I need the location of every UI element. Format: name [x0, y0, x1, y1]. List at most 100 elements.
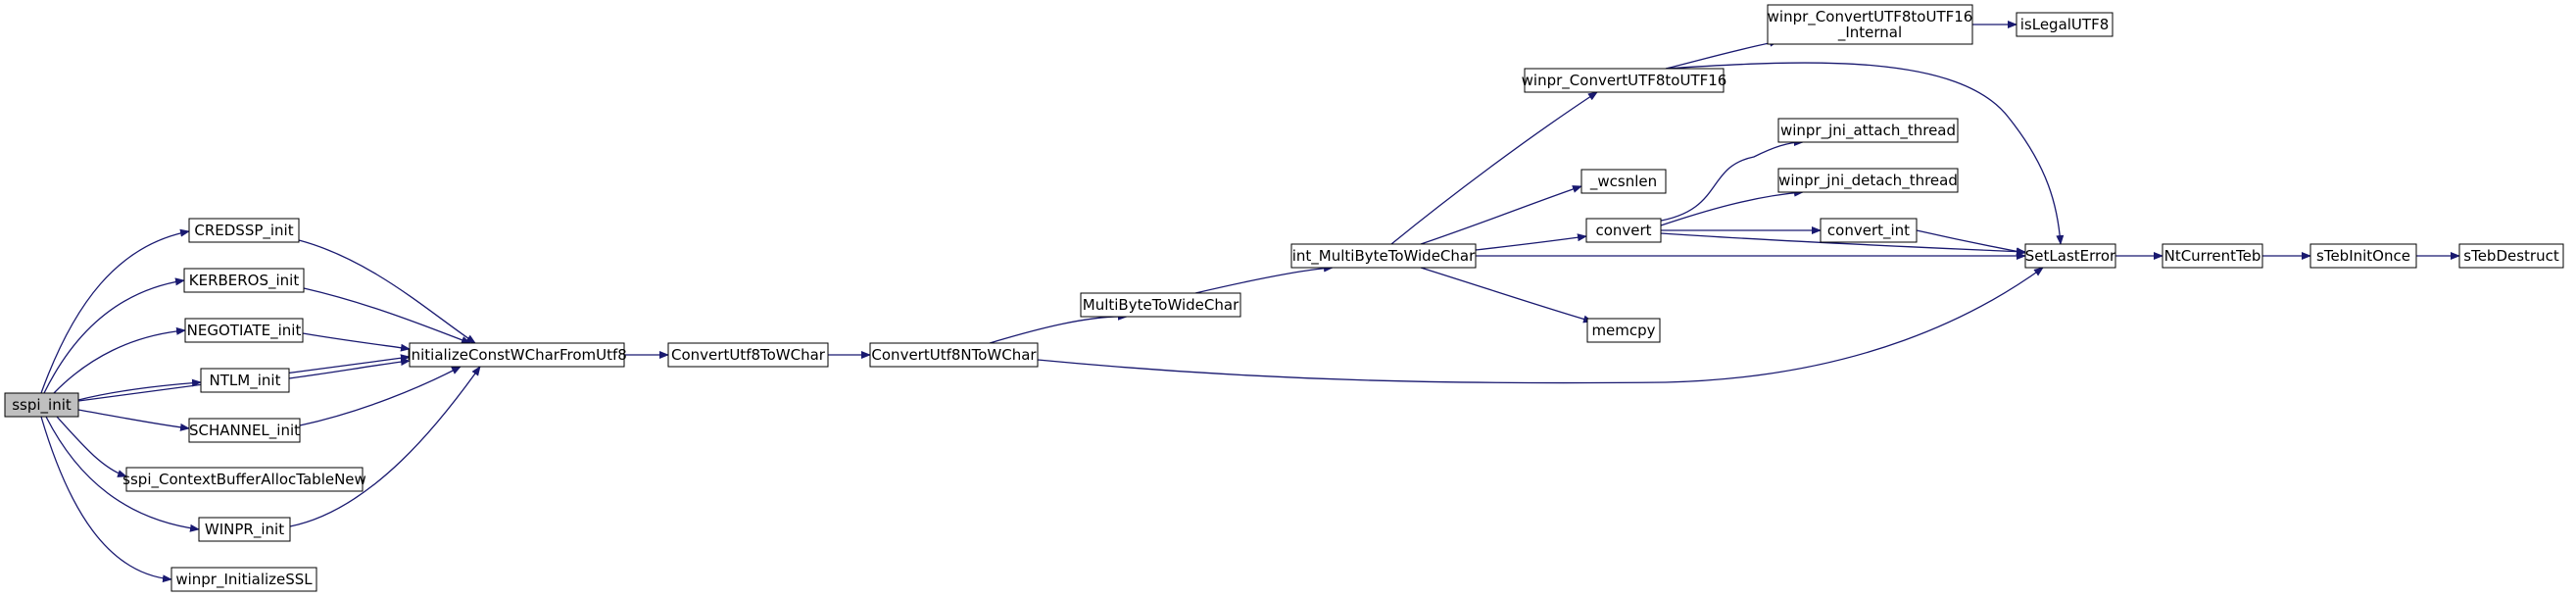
node-box [4, 392, 79, 418]
node-SetLastError[interactable]: SetLastError [2024, 243, 2116, 269]
node-box [183, 268, 305, 293]
node-label: _Internal [1837, 24, 1902, 42]
node-label: sspi_ContextBufferAllocTableNew [122, 471, 366, 489]
node-box [409, 342, 625, 368]
node-convert[interactable]: convert [1585, 218, 1662, 243]
node-NtCurrentTeb[interactable]: NtCurrentTeb [2162, 243, 2263, 269]
edge-CREDSSP_init-to-InitializeConstWCharFromUtf8 [298, 239, 476, 344]
edge-convert-to-winpr_jni_attach_thread [1655, 138, 1804, 223]
edge-sspi_init-to-NEGOTIATE_init [53, 326, 186, 394]
node-NEGOTIATE_init[interactable]: NEGOTIATE_init [184, 318, 304, 343]
edge-MultiByteToWideChar-to-int_MultiByteToWideChar [1194, 264, 1334, 294]
node-convert_int[interactable]: convert_int [1820, 218, 1918, 243]
edge-ConvertUtf8NToWChar-to-SetLastError [1037, 267, 2044, 384]
node-box [1777, 168, 1959, 193]
node-label: winpr_jni_detach_thread [1778, 172, 1958, 190]
node-label: winpr_ConvertUTF8toUTF16 [1768, 8, 1973, 26]
node-box [1820, 218, 1918, 243]
node-label: sTebInitOnce [2316, 247, 2410, 265]
node-label: SCHANNEL_init [189, 422, 300, 440]
edge-WINPR_init-to-InitializeConstWCharFromUtf8 [289, 366, 481, 527]
node-box [170, 567, 317, 592]
node-sspi_init[interactable]: sspi_init [4, 392, 79, 418]
edge-sspi_init-to-NTLM_init [77, 378, 202, 401]
node-box [667, 342, 829, 368]
edge-int_MultiByteToWideChar-to-_wcsnlen [1420, 185, 1582, 245]
node-label: ConvertUtf8ToWChar [671, 346, 826, 364]
edge-NTLM_init-to-InitializeConstWCharFromUtf8 [288, 358, 411, 379]
node-box [1580, 169, 1667, 194]
edge-NEGOTIATE_init-to-InitializeConstWCharFromUtf8 [302, 332, 411, 352]
node-label: convert_int [1827, 222, 1910, 240]
node-label: KERBEROS_init [189, 272, 300, 290]
node-box [1080, 292, 1241, 318]
node-label: isLegalUTF8 [2020, 16, 2110, 33]
node-box [188, 218, 300, 243]
node-winpr_jni_attach_thread[interactable]: winpr_jni_attach_thread [1777, 118, 1959, 143]
node-winpr_ConvertUTF8toUTF16[interactable]: winpr_ConvertUTF8toUTF16 [1522, 68, 1727, 93]
edge-sspi_init-to-winpr_InitializeSSL [40, 416, 172, 583]
node-CREDSSP_init[interactable]: CREDSSP_init [188, 218, 300, 243]
node-InitializeConstWCharFromUtf8[interactable]: InitializeConstWCharFromUtf8 [407, 342, 627, 368]
node-SCHANNEL_init[interactable]: SCHANNEL_init [188, 418, 301, 443]
node-label: CREDSSP_init [194, 222, 293, 240]
node-label: sTebDestruct [2463, 247, 2559, 265]
node-box [200, 368, 290, 393]
node-box [2016, 12, 2114, 37]
edge-KERBEROS_init-to-InitializeConstWCharFromUtf8 [303, 287, 471, 344]
node-label: NtCurrentTeb [2164, 247, 2261, 265]
edge-winpr_ConvertUTF8toUTF16-to-SetLastError [1665, 62, 2065, 245]
edge-sspi_init-to-KERBEROS_init [43, 277, 185, 394]
node-box [869, 342, 1039, 368]
edge-int_MultiByteToWideChar-to-memcpy [1420, 267, 1593, 324]
node-ConvertUtf8NToWChar[interactable]: ConvertUtf8NToWChar [869, 342, 1039, 368]
node-isLegalUTF8[interactable]: isLegalUTF8 [2016, 12, 2114, 37]
node-box [1767, 4, 1973, 45]
node-int_MultiByteToWideChar[interactable]: int_MultiByteToWideChar [1290, 243, 1477, 269]
node-label: winpr_InitializeSSL [175, 571, 313, 589]
node-KERBEROS_init[interactable]: KERBEROS_init [183, 268, 305, 293]
node-label: winpr_ConvertUTF8toUTF16 [1522, 72, 1727, 90]
node-sspi_ContextBufferAllocTableNew[interactable]: sspi_ContextBufferAllocTableNew [122, 467, 366, 492]
node-box [125, 467, 364, 492]
node-_wcsnlen[interactable]: _wcsnlen [1580, 169, 1667, 194]
node-box [1524, 68, 1725, 93]
node-label: ConvertUtf8NToWChar [871, 346, 1037, 364]
edge-sspi_init-to-SCHANNEL_init [77, 409, 190, 431]
node-winpr_jni_detach_thread[interactable]: winpr_jni_detach_thread [1777, 168, 1959, 193]
node-sTebInitOnce[interactable]: sTebInitOnce [2309, 243, 2417, 269]
nodes: sspi_init CREDSSP_initKERBEROS_initNEGOTI… [4, 4, 2564, 592]
node-box [2309, 243, 2417, 269]
node-box [1585, 218, 1662, 243]
node-label: WINPR_init [205, 521, 284, 539]
node-box [2024, 243, 2116, 269]
edge-ConvertUtf8NToWChar-to-MultiByteToWideChar [989, 312, 1128, 344]
edge-winpr_ConvertUTF8toUTF16-to-winpr_ConvertUTF8toUTF16_Internal [1665, 38, 1779, 70]
node-box [2458, 243, 2564, 269]
node-memcpy[interactable]: memcpy [1586, 318, 1661, 343]
edge-sspi_init-to-sspi_ContextBufferAllocTableNew [56, 416, 127, 477]
node-label: InitializeConstWCharFromUtf8 [407, 346, 627, 364]
edge-SCHANNEL_init-to-InitializeConstWCharFromUtf8 [299, 366, 462, 426]
edge-convert-to-winpr_jni_detach_thread [1660, 188, 1804, 226]
node-winpr_ConvertUTF8toUTF16_Internal[interactable]: winpr_ConvertUTF8toUTF16_Internal [1767, 4, 1973, 45]
node-box [2162, 243, 2263, 269]
node-MultiByteToWideChar[interactable]: MultiByteToWideChar [1080, 292, 1241, 318]
edge-int_MultiByteToWideChar-to-convert [1475, 233, 1587, 251]
node-WINPR_init[interactable]: WINPR_init [198, 517, 291, 542]
node-sTebDestruct[interactable]: sTebDestruct [2458, 243, 2564, 269]
node-label: MultiByteToWideChar [1083, 296, 1239, 314]
node-ConvertUtf8ToWChar[interactable]: ConvertUtf8ToWChar [667, 342, 829, 368]
node-winpr_InitializeSSL[interactable]: winpr_InitializeSSL [170, 567, 317, 592]
node-box [1290, 243, 1477, 269]
node-box [198, 517, 291, 542]
node-label: winpr_jni_attach_thread [1780, 122, 1956, 140]
edge-sspi_init-to-CREDSSP_init [40, 228, 190, 394]
node-label: _wcsnlen [1589, 173, 1657, 191]
node-NTLM_init[interactable]: NTLM_init [200, 368, 290, 393]
node-label: NTLM_init [210, 372, 281, 390]
node-label: SetLastError [2025, 247, 2116, 265]
node-box [1586, 318, 1661, 343]
node-box [1777, 118, 1959, 143]
